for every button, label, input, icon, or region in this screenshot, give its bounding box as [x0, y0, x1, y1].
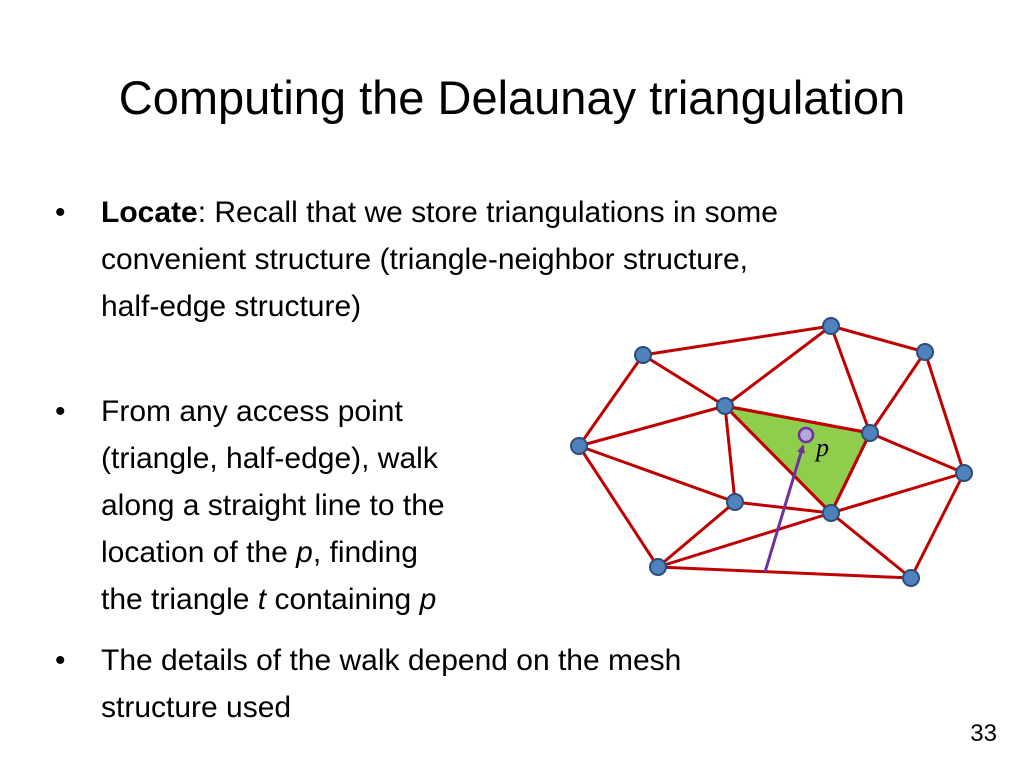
vertex	[716, 397, 734, 415]
bullet-text-line: (triangle, half-edge), walk	[101, 442, 438, 475]
edge	[656, 500, 737, 569]
edge	[641, 324, 833, 357]
bullet-text-line: : Recall that we store triangulations in…	[197, 196, 778, 229]
walk-arrow	[763, 444, 805, 573]
edge	[829, 431, 872, 515]
edge	[577, 353, 645, 448]
edge	[577, 404, 727, 448]
edge	[868, 431, 966, 475]
vertex	[822, 317, 840, 335]
bullet-text-line: The details of the walk depend on the me…	[101, 644, 682, 677]
triangulation-edges	[577, 324, 966, 580]
edge	[656, 511, 833, 569]
bullet-dot: •	[55, 395, 66, 428]
slide-title: Computing the Delaunay triangulation	[118, 71, 906, 124]
bullet-text-line: along a straight line to the	[101, 489, 445, 522]
variable-p: p	[296, 536, 313, 569]
edge	[723, 404, 872, 435]
edge	[829, 324, 927, 354]
vertex	[861, 424, 879, 442]
vertex	[902, 569, 920, 587]
variable-t: t	[257, 583, 267, 616]
bullet-locate: • Locate: Recall that we store triangula…	[55, 189, 961, 330]
edge	[829, 511, 913, 580]
bullet-text-line: the triangle t containing p	[101, 583, 437, 616]
vertex	[916, 343, 934, 361]
edge	[723, 404, 737, 504]
vertex	[634, 346, 652, 364]
vertex	[726, 493, 744, 511]
bullet-text-line: From any access point	[101, 395, 403, 428]
bullet-dot: •	[55, 644, 66, 677]
query-point-p	[797, 426, 815, 444]
variable-p: p	[419, 583, 437, 616]
bullet-dot: •	[55, 196, 66, 229]
page-number: 33	[970, 720, 997, 747]
edge	[909, 471, 966, 580]
edge	[656, 565, 913, 580]
bullet-lead-locate: Locate	[101, 196, 198, 229]
edge	[868, 350, 927, 435]
bullet-text-line: location of the p, finding	[101, 536, 418, 569]
bullet-text-line: structure used	[101, 691, 292, 724]
edge	[723, 324, 833, 408]
query-point-label: p	[814, 433, 829, 462]
vertex	[570, 437, 588, 455]
triangulation-vertices	[570, 317, 973, 587]
vertex	[649, 558, 667, 576]
bullet-details: • The details of the walk depend on the …	[55, 637, 961, 731]
vertex	[955, 464, 973, 482]
edge	[923, 350, 966, 475]
edge	[641, 353, 727, 408]
vertex	[822, 504, 840, 522]
edge	[829, 471, 966, 515]
edge	[723, 404, 833, 515]
edge	[829, 324, 872, 435]
edge	[577, 444, 737, 504]
edge	[577, 444, 660, 569]
bullet-text-line: half-edge structure)	[101, 290, 362, 323]
bullet-walk: • From any access point (triangle, half-…	[55, 388, 571, 623]
bullet-text-line: convenient structure (triangle-neighbor …	[101, 243, 748, 276]
